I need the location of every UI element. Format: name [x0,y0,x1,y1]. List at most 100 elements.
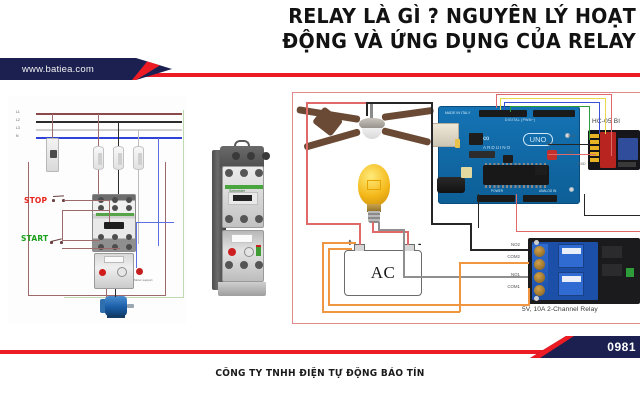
digital-header-right [533,110,575,117]
ac-com2-wire [322,242,324,312]
two-channel-relay-module [528,238,640,304]
bulb-live-wire-to-no1 [403,276,528,278]
relay-terminal-label-no2: NO2 [510,242,520,247]
terminal-screw [255,261,263,269]
page-title-line1: RELAY LÀ GÌ ? NGUYÊN LÝ HOẠT [288,4,636,28]
overload-test-button[interactable] [256,247,261,256]
terminal-screw [255,169,263,177]
fan-live-wire [470,223,472,250]
website-url: www.batiea.com [22,63,94,75]
ac-com2-wire [459,262,461,312]
website-badge[interactable]: www.batiea.com [0,58,172,80]
relay-terminal-screw[interactable] [534,285,545,296]
relay-terminal-screw[interactable] [534,272,545,283]
page-title: RELAY LÀ GÌ ? NGUYÊN LÝ HOẠT ĐỘNG VÀ ỨNG… [199,4,636,54]
motor-feed-wire-2 [115,289,117,297]
ac-terminal-negative [404,244,415,251]
bulb-live-wire [378,222,380,230]
gnd-wire [589,106,591,140]
phone-number: 0981 [607,340,636,354]
overload-current-dial[interactable] [117,267,127,277]
gnd-wire [510,106,590,108]
ac-com2-wire-to-com2 [459,262,529,264]
bus-label-l2: L2 [16,118,20,122]
drop-wire-l3 [138,130,140,244]
vcc-wire [496,94,612,96]
neutral-return-wire [136,222,138,268]
contactor-main-housing: Schneider [222,166,264,228]
contactor-terminal [126,197,132,203]
footer-red-divider [0,350,640,354]
contact-dot [52,199,55,202]
motor-feed-wire-1 [106,289,108,297]
stop-pushbutton[interactable] [52,195,65,204]
contact-dot [50,241,53,244]
relay-vcc-wire [516,231,640,233]
relay-gnd-wire [478,227,480,229]
mounting-hole [534,296,539,301]
fuse-l1 [93,146,104,170]
overload-reset-button[interactable] [228,248,236,256]
terminal-screw [232,152,240,160]
control-wire [62,248,120,250]
relay-terminal-screw[interactable] [534,259,545,270]
made-in-italy-label: MADE IN ITALY [445,111,471,115]
usb-port [431,123,459,147]
power-header [477,195,515,202]
rx-wire [504,102,600,104]
contactor-symbol [92,194,136,252]
capacitor [455,139,460,148]
relay-terminal-screw[interactable] [534,246,545,257]
control-wire [62,240,100,242]
overload-reset-button[interactable] [99,269,106,276]
relay-gnd-wire [478,194,480,228]
power-pins-label: POWER [491,189,504,193]
ceiling-fan [296,102,434,158]
top-terminal-screws [232,152,270,162]
pin-label-rxd: RXD [578,162,586,166]
digital-header-left [479,110,527,117]
ac-terminal-positive [354,244,365,251]
mounting-hole [534,240,539,245]
ac-com2-wire [322,311,460,313]
hc05-radio-module [618,138,638,160]
relay-vcc-wire [516,194,518,232]
drop-wire-l1 [98,114,100,244]
fuse-l2 [113,146,124,170]
bus-line-l1 [36,113,182,115]
neutral-return-wire [136,222,174,224]
rx-wire [599,102,601,134]
arduino-infinity-logo: ∞ [483,133,490,143]
state-window [233,195,252,201]
motor-starter-schematic: L1 L2 L3 N [8,96,186,324]
overload-current-dial[interactable] [244,247,254,257]
drop-wire-n [158,138,160,246]
relay-in-wire [584,215,640,217]
bus-label-n: N [16,134,19,138]
smd-chip [503,155,513,163]
contactor-terminal [98,234,104,240]
contactor-green-strip [96,213,134,216]
circuit-breaker [46,138,59,172]
fan-live-wire [431,102,433,224]
start-pushbutton[interactable] [50,236,63,244]
overload-label-plate [104,256,124,263]
relay-module-caption: 5V, 10A 2-Channel Relay [522,306,598,313]
contactor-terminal [126,244,132,250]
contactor-photo: Schneider [192,140,288,300]
hc05-pin-header [590,134,599,164]
fan-live-wire [366,102,368,116]
breaker-feed-wire [52,114,54,140]
analog-header [523,195,557,202]
contactor-terminal [126,205,132,211]
bulb-live-wire [378,229,404,231]
bus-line-n [36,137,182,139]
fan-light-kit [362,128,382,139]
contactor-terminal [98,205,104,211]
phone-badge[interactable]: 0981 [530,336,640,358]
ac-label: AC [370,263,396,282]
motor-body [105,296,127,316]
control-wire [62,210,64,240]
contactor-terminal [126,234,132,240]
dc-power-jack [437,177,465,193]
